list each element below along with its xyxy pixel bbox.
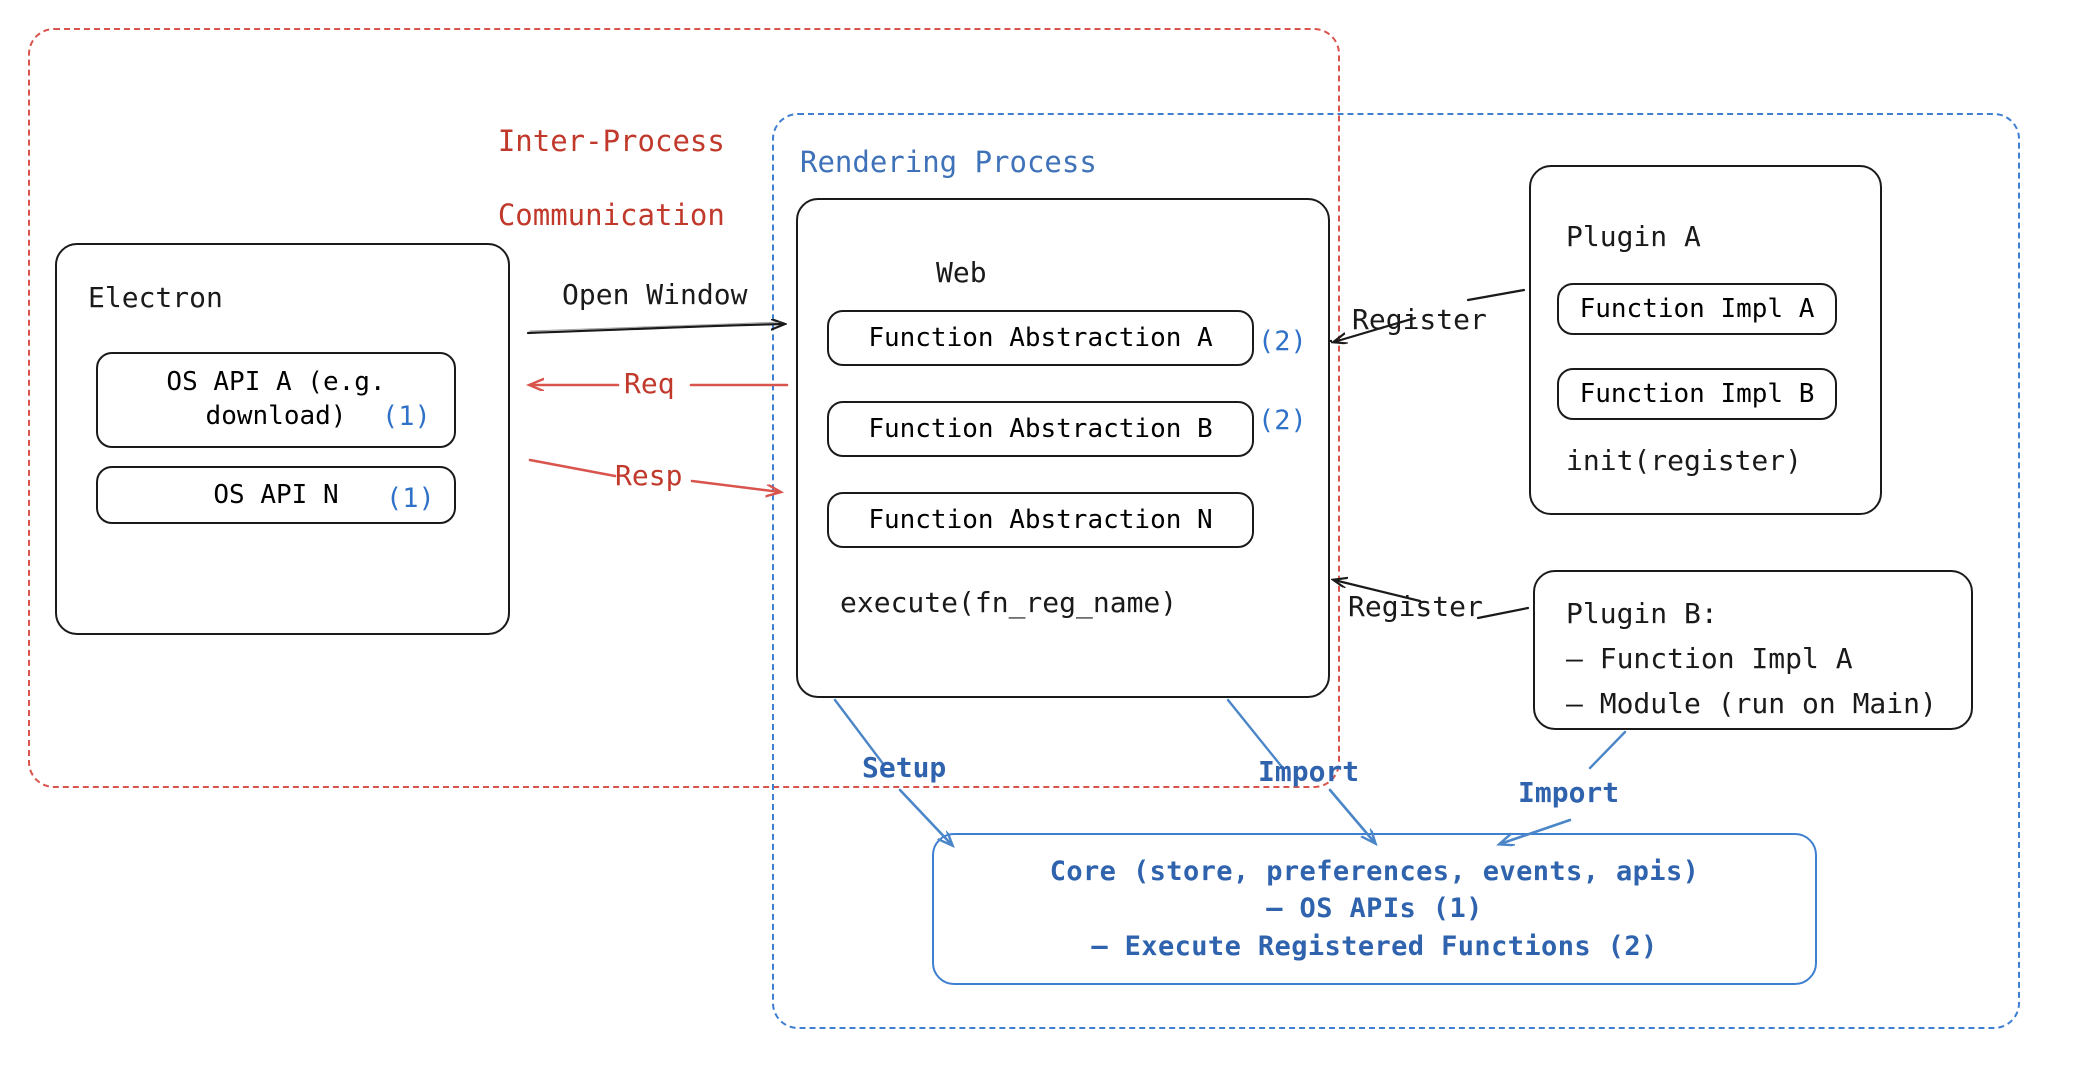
os-api-a-tag: (1) [382,401,431,432]
function-abstraction-b-label: Function Abstraction B [868,414,1213,444]
region-inter-process-communication [28,28,1340,788]
function-abstraction-n-box[interactable]: Function Abstraction N [827,492,1254,548]
edge-import-web-label: Import [1258,755,1360,788]
function-abstraction-b-box[interactable]: Function Abstraction B [827,401,1254,457]
edge-resp-label: Resp [615,459,683,492]
edge-register-plugin-a [1330,288,1526,342]
plugin-a-title: Plugin A [1566,220,1701,253]
os-api-n-box[interactable]: OS API N [96,466,456,524]
function-abstraction-b-tag: (2) [1258,405,1307,436]
plugin-a-function-impl-b-label: Function Impl B [1579,379,1815,409]
function-abstraction-a-box[interactable]: Function Abstraction A [827,310,1254,366]
plugin-a-function-impl-a-box[interactable]: Function Impl A [1557,283,1837,335]
region-ipc-label-line1: Inter-Process [497,124,725,159]
function-abstraction-n-label: Function Abstraction N [868,505,1213,535]
edge-open-window [526,322,784,335]
core-line-1: Core (store, preferences, events, apis) [1049,856,1700,888]
os-api-a-box[interactable]: OS API A (e.g. download) [96,352,456,448]
plugin-a-box [1529,165,1882,515]
edge-import-web [1226,698,1375,843]
plugin-a-init-label: init(register) [1566,444,1803,477]
region-rendering-process [772,113,2020,1029]
edge-register-plugin-b-label: Register [1348,590,1483,623]
region-ipc-label-line2: Communication [497,198,725,233]
plugin-b-line-2: – Function Impl A [1566,642,1853,675]
os-api-n-label: OS API N [213,480,339,510]
os-api-a-label: OS API A (e.g. download) [166,367,386,431]
core-box: Core (store, preferences, events, apis) … [932,833,1817,985]
os-api-n-tag: (1) [386,483,435,514]
edge-req-label: Req [624,367,675,400]
plugin-b-line-1: Plugin B: [1566,597,1718,630]
plugin-b-box [1533,570,1973,730]
edge-import-plugin-b [1500,730,1627,844]
web-execute-label: execute(fn_reg_name) [840,586,1178,619]
function-abstraction-a-label: Function Abstraction A [868,323,1213,353]
edge-setup [833,698,952,845]
edge-import-plugin-b-label: Import [1518,776,1620,809]
edge-register-plugin-a-label: Register [1352,303,1487,336]
plugin-a-function-impl-b-box[interactable]: Function Impl B [1557,368,1837,420]
edge-setup-label: Setup [862,751,947,784]
edge-resp [528,458,780,492]
core-line-3: – Execute Registered Functions (2) [1091,930,1658,962]
function-abstraction-a-tag: (2) [1258,326,1307,357]
plugin-a-function-impl-a-label: Function Impl A [1579,294,1815,324]
region-rendering-process-label: Rendering Process [800,145,1097,179]
edge-register-plugin-b [1334,580,1530,620]
region-ipc-label: Inter-Process Communication [428,86,725,272]
plugin-b-line-3: – Module (run on Main) [1566,687,1937,720]
electron-title: Electron [88,281,223,314]
core-line-2: – OS APIs (1) [1266,893,1483,925]
web-title: Web [936,256,987,289]
edge-open-window-label: Open Window [562,278,748,311]
